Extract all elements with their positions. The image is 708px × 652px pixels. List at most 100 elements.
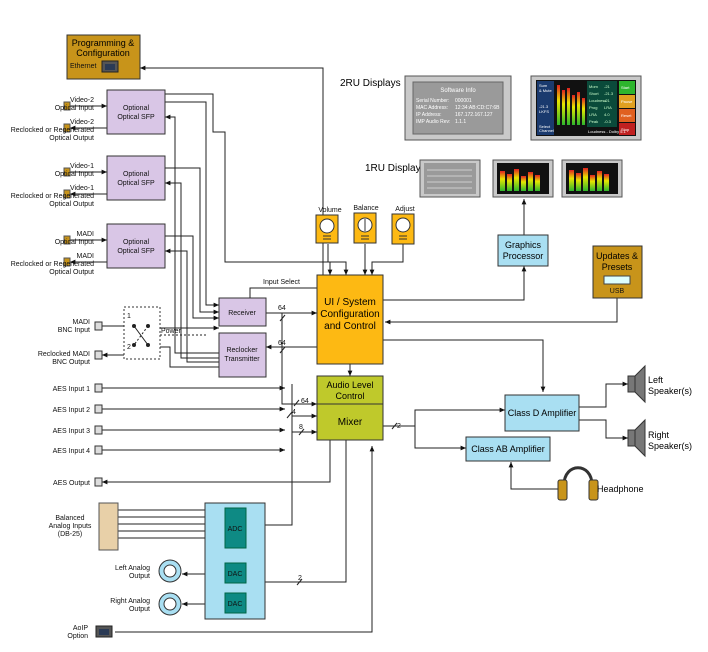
meter-mid-label: LRA — [589, 112, 597, 117]
receiver-label: Receiver — [228, 310, 256, 317]
bus-label-64b: 64 — [278, 340, 286, 347]
sw-row-value: 1.1.1 — [455, 119, 466, 125]
dac-left-label: DAC — [228, 571, 243, 578]
class-d-label: Class D Amplifier — [508, 408, 577, 418]
meter-bars — [557, 85, 585, 125]
programming-config-block: Programming & Configuration Ethernet — [66, 34, 141, 80]
aes-inputs: AES Input 1 AES Input 2 AES Input 3 AES … — [53, 383, 103, 487]
meter-left-label: & Mute — [539, 88, 552, 93]
sfp-block-1: Optional Optical SFP — [106, 89, 166, 135]
programming-line1: Programming & — [72, 38, 135, 48]
software-info-title: Software Info — [440, 88, 476, 94]
display-meters-1ru-a — [492, 159, 554, 198]
audio-level-line1: Audio Level — [326, 380, 373, 390]
bnc-connector-icon — [94, 477, 103, 487]
sfp2-label2: Optical SFP — [117, 180, 155, 187]
sfp1-in2: Optical Input — [55, 105, 94, 112]
meter-mid-value: -21 — [604, 98, 611, 103]
sw-row-label: IMP Audio Rev: — [416, 119, 450, 125]
sw-row-label: IP Address: — [416, 112, 441, 118]
left-speaker-line2: Speaker(s) — [648, 386, 692, 396]
xlr-left-icon — [158, 559, 182, 583]
dac-right-label: DAC — [228, 601, 243, 608]
sfp1-out3: Optical Output — [49, 135, 94, 142]
updates-line2: Presets — [602, 262, 633, 272]
sfp2-out2: Reclocked or Regenerated — [11, 193, 94, 200]
programming-line2: Configuration — [76, 48, 130, 58]
meter-mid-value: 4.0 — [604, 112, 610, 117]
meter-mid-label: Peak — [589, 119, 598, 124]
bus-label-64a: 64 — [278, 305, 286, 312]
bus-label-2a: 2 — [397, 423, 401, 430]
headphone-icon — [557, 466, 599, 501]
graphics-line2: Processor — [503, 251, 544, 261]
madi-bnc-out1: Reclocked MADI — [38, 351, 90, 358]
connector-icon — [63, 189, 71, 199]
meter-mid-label: Loudness — [589, 98, 606, 103]
one-ru-displays-label: 1RU Displays — [365, 163, 426, 174]
sw-row-value: 167.172.167.127 — [455, 112, 493, 118]
adjust-label: Adjust — [395, 206, 415, 213]
balance-label: Balance — [353, 205, 378, 212]
bus-label-64c: 64 — [301, 398, 309, 405]
graphics-processor-block: Graphics Processor — [497, 234, 549, 267]
db25-connector-icon — [98, 502, 119, 551]
sfp-io-labels: Video-2 Optical Input Video-2 Reclocked … — [11, 97, 94, 276]
input-select-label: Input Select — [263, 279, 300, 286]
sfp3-in1: MADI — [77, 231, 95, 238]
madi-bnc-section: MADI BNC Input Reclocked MADI BNC Output… — [38, 306, 182, 366]
ui-line2: Configuration — [320, 309, 379, 320]
aes-input-1: AES Input 1 — [53, 386, 90, 393]
sfp2-in1: Video-1 — [70, 163, 94, 170]
meter-left-label: LKFS — [539, 109, 549, 114]
sfp2-in2: Optical Input — [55, 171, 94, 178]
bus-label-2b: 2 — [298, 575, 302, 582]
reclocker-line1: Reclocker — [226, 347, 258, 354]
madi-bnc-in2: BNC Input — [58, 327, 90, 334]
right-speaker-icon — [627, 418, 646, 458]
meter-left-label: Channel — [539, 128, 554, 133]
left-analog-line1: Left Analog — [115, 565, 150, 572]
sfp-connectors — [63, 101, 71, 267]
right-speaker-line1: Right — [648, 430, 670, 440]
sw-row-value: 12:34:AB:CD:C7:6B — [455, 105, 500, 111]
display-meters-1ru-b — [561, 159, 623, 198]
mixer-block: Mixer — [316, 403, 384, 441]
meter-mid-label: Short — [589, 91, 599, 96]
sfp2-out3: Optical Output — [49, 201, 94, 208]
ui-line3: and Control — [324, 321, 376, 332]
ui-system-block: UI / System Configuration and Control — [316, 274, 384, 365]
aoip-line2: Option — [67, 633, 88, 640]
bnc-connector-icon — [94, 425, 103, 435]
class-d-amplifier-block: Class D Amplifier — [504, 394, 580, 432]
aoip-port-icon — [95, 625, 113, 638]
right-speaker-line2: Speaker(s) — [648, 441, 692, 451]
sfp1-label2: Optical SFP — [117, 114, 155, 121]
ethernet-port-icon — [101, 60, 119, 73]
balance-knob: Balance — [353, 205, 379, 244]
xlr-right-icon — [158, 592, 182, 616]
meter-left-label: -21.3 — [539, 104, 549, 109]
connector-icon — [63, 101, 71, 111]
updates-line1: Updates & — [596, 251, 638, 261]
class-ab-label: Class AB Amplifier — [471, 444, 545, 454]
sfp-block-3: Optional Optical SFP — [106, 223, 166, 269]
connector-icon — [63, 167, 71, 177]
audio-level-block: Audio Level Control — [316, 375, 384, 405]
meter-start-button: Start — [621, 85, 630, 90]
bnc-connector-icon — [94, 321, 103, 331]
volume-dial-icon — [319, 218, 335, 234]
receiver-block: Receiver — [218, 297, 267, 327]
sfp1-out2: Reclocked or Regenerated — [11, 127, 94, 134]
bnc-connector-icon — [94, 350, 103, 360]
display-software-info-1ru — [419, 159, 481, 198]
sfp3-label1: Optional — [123, 239, 150, 246]
bnc-connector-icon — [94, 404, 103, 414]
connector-icon — [63, 257, 71, 267]
meter-reset-button: Reset — [621, 113, 632, 118]
class-ab-amplifier-block: Class AB Amplifier — [465, 436, 551, 462]
usb-port-icon — [603, 275, 631, 285]
reclocker-block: Reclocker Transmitter — [218, 332, 267, 378]
sw-row-label: MAC Address: — [416, 105, 448, 111]
